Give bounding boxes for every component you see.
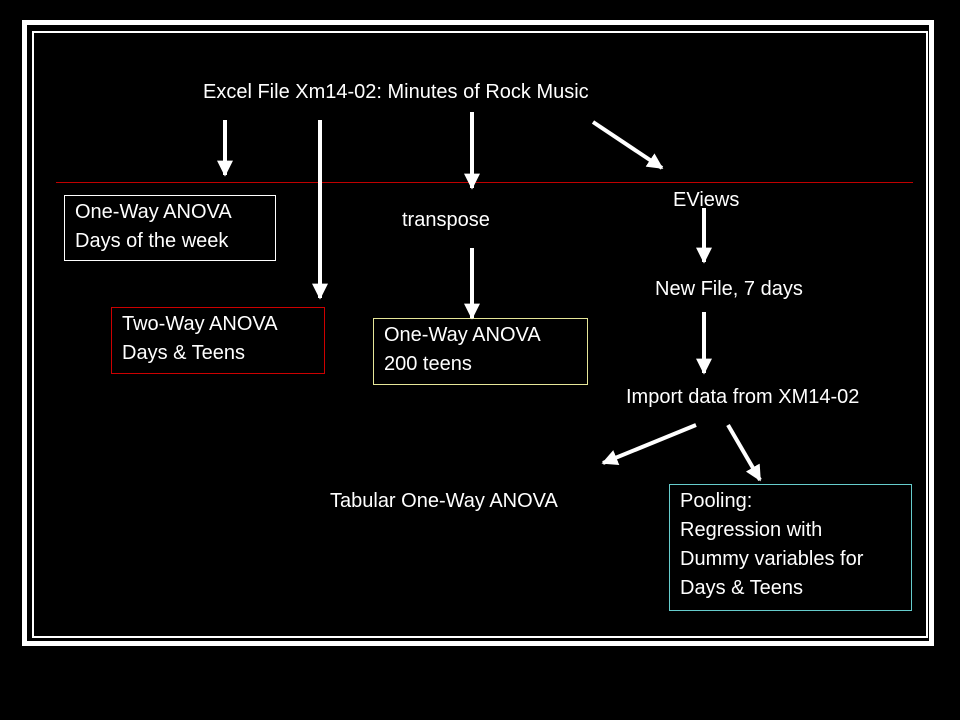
divider-line (56, 182, 913, 183)
box-pooling-line-3: Dummy variables for (680, 548, 864, 570)
box-twoway-anova-line-1: Two-Way ANOVA (122, 313, 278, 335)
box-twoway-anova-line-2: Days & Teens (122, 342, 246, 364)
box-pooling-line-1: Pooling: (680, 490, 753, 512)
arrow-import-to-tabular (601, 423, 697, 465)
arrow-import-to-pooling (726, 423, 762, 482)
label-transpose: transpose (402, 209, 490, 231)
arrow-title-to-eviews (591, 120, 664, 170)
box-pooling-line-4: Days & Teens (680, 577, 804, 599)
box-oneway-anova-teens: One-Way ANOVA 200 teens (373, 318, 588, 385)
slide-frame-outer (22, 20, 934, 646)
box-oneway-anova-days-line-1: One-Way ANOVA (75, 201, 232, 223)
box-oneway-anova-teens-line-2: 200 teens (384, 353, 472, 375)
box-twoway-anova: Two-Way ANOVA Days & Teens (111, 307, 325, 374)
slide-frame-inner (32, 31, 928, 638)
box-oneway-anova-teens-line-1: One-Way ANOVA (384, 324, 541, 346)
box-pooling: Pooling: Regression with Dummy variables… (669, 484, 912, 611)
label-new-file: New File, 7 days (655, 278, 803, 300)
box-oneway-anova-days-line-2: Days of the week (75, 230, 229, 252)
label-eviews: EViews (673, 189, 740, 211)
diagram-title: Excel File Xm14-02: Minutes of Rock Musi… (203, 81, 589, 103)
label-tabular-anova: Tabular One-Way ANOVA (330, 490, 558, 512)
box-pooling-line-2: Regression with (680, 519, 823, 541)
box-oneway-anova-days: One-Way ANOVA Days of the week (64, 195, 276, 261)
label-import-data: Import data from XM14-02 (626, 386, 860, 408)
